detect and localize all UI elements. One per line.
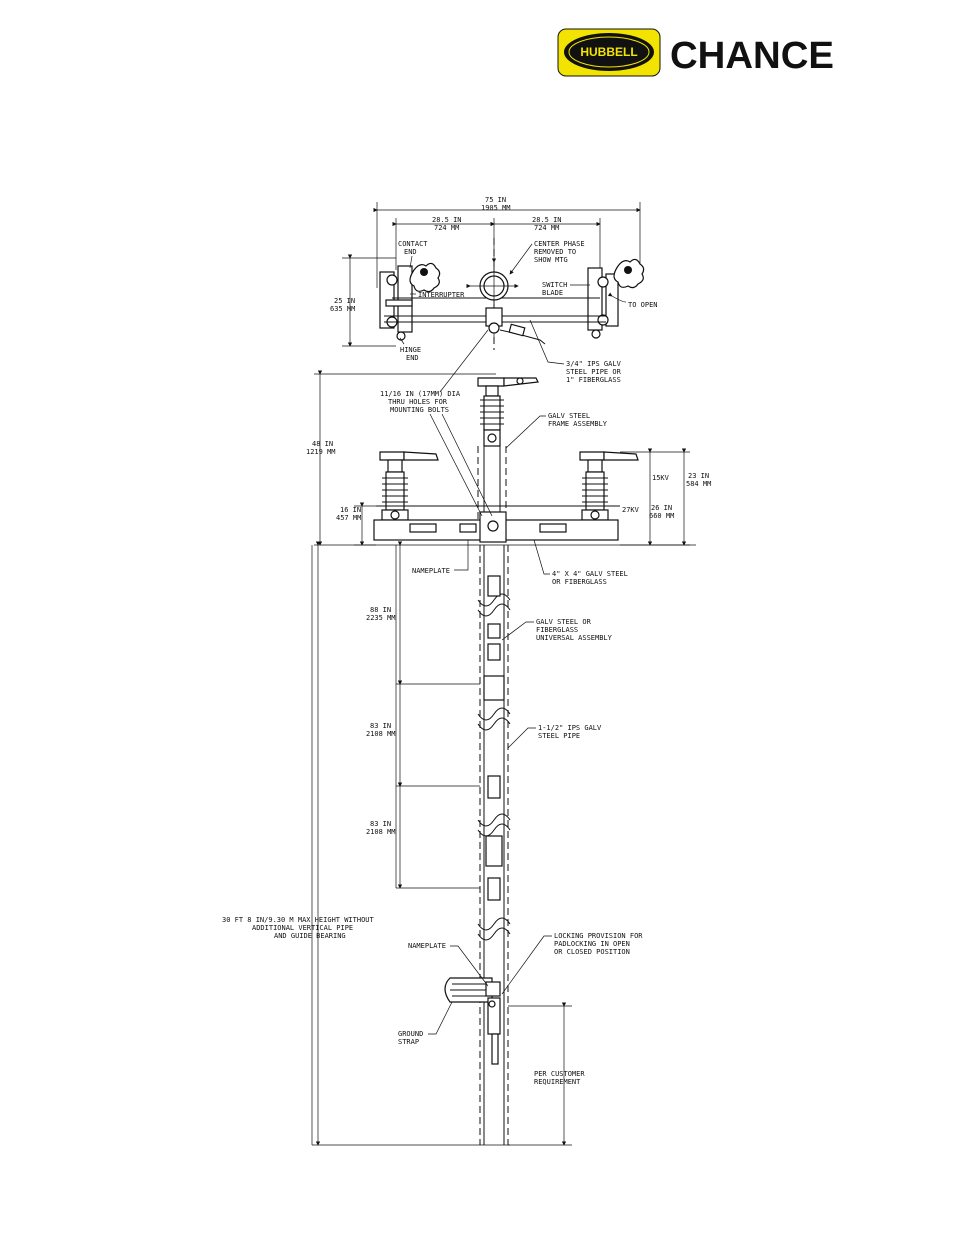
hubbell-logo: HUBBELL	[557, 28, 661, 77]
operating-pipe-1: 3/4" IPS GALV	[566, 360, 622, 368]
switch-blade-1: SWITCH	[542, 281, 567, 289]
center-phase-3: SHOW MTG	[534, 256, 568, 264]
center-insulator	[480, 395, 504, 431]
base-channel-2: OR FIBERGLASS	[552, 578, 607, 586]
dim-88-in: 88 IN	[370, 606, 391, 614]
contact-end-1: CONTACT	[398, 240, 428, 248]
height-in: 25 IN	[334, 297, 355, 305]
frame-assembly-1: GALV STEEL	[548, 412, 590, 420]
dim-27kv-kv: 27KV	[622, 506, 640, 514]
right-phase	[579, 451, 639, 521]
universal-1: GALV STEEL OR	[536, 618, 592, 626]
dim-83a-in: 83 IN	[370, 722, 391, 730]
center-phase-2: REMOVED TO	[534, 248, 576, 256]
vertical-pipe-1: 1-1/2" IPS GALV	[538, 724, 602, 732]
chance-logo: CHANCE	[670, 35, 834, 77]
dim-16-mm: 457 MM	[336, 514, 361, 522]
dim-83a-mm: 2108 MM	[366, 730, 396, 738]
ground-strap-1: GROUND	[398, 1030, 423, 1038]
dim-15kv-mm: 584 MM	[686, 480, 711, 488]
locking-1: LOCKING PROVISION FOR	[554, 932, 643, 940]
operating-pipe-2: STEEL PIPE OR	[566, 368, 622, 376]
vertical-pipe-2: STEEL PIPE	[538, 732, 580, 740]
spacing-left-in: 28.5 IN	[432, 216, 462, 224]
universal-2: FIBERGLASS	[536, 626, 578, 634]
spacing-right-in: 28.5 IN	[532, 216, 562, 224]
dim-16-in: 16 IN	[340, 506, 361, 514]
height-mm: 635 MM	[330, 305, 355, 313]
overall-height-in: 48 IN	[312, 440, 333, 448]
max-height-3: AND GUIDE BEARING	[274, 932, 346, 940]
center-phase-1: CENTER PHASE	[534, 240, 585, 248]
spacing-right-mm: 724 MM	[534, 224, 559, 232]
mounting-holes-3: MOUNTING BOLTS	[390, 406, 449, 414]
switch-blade-2: BLADE	[542, 289, 563, 297]
max-height-2: ADDITIONAL VERTICAL PIPE	[252, 924, 353, 932]
dim-27kv-mm: 660 MM	[649, 512, 674, 520]
to-open-label: TO OPEN	[628, 301, 658, 309]
mounting-holes-2: THRU HOLES FOR	[388, 398, 448, 406]
vertical-pipe	[477, 545, 511, 1145]
hinge-end-1: HINGE	[400, 346, 421, 354]
dim-88-mm: 2235 MM	[366, 614, 396, 622]
top-view: 75 IN 1905 MM 28.5 IN 724 MM 28.5 IN 724…	[330, 196, 658, 384]
dim-83b-in: 83 IN	[370, 820, 391, 828]
contact-end-2: END	[404, 248, 417, 256]
overall-width-in: 75 IN	[485, 196, 506, 204]
left-phase	[379, 451, 439, 521]
customer-2: REQUIREMENT	[534, 1078, 581, 1086]
interrupter-label: INTERRUPTER	[418, 291, 465, 299]
base-channel-1: 4" X 4" GALV STEEL	[552, 570, 628, 578]
dim-27kv-in: 26 IN	[651, 504, 672, 512]
operating-pipe-3: 1" FIBERGLASS	[566, 376, 621, 384]
base-frame	[373, 505, 620, 543]
nameplate-top: NAMEPLATE	[412, 567, 450, 575]
hubbell-logo-text: HUBBELL	[580, 45, 637, 59]
dim-15kv-kv: 15KV	[652, 474, 670, 482]
locking-3: OR CLOSED POSITION	[554, 948, 630, 956]
customer-1: PER CUSTOMER	[534, 1070, 585, 1078]
overall-width-mm: 1905 MM	[481, 204, 511, 212]
spacing-left-mm: 724 MM	[434, 224, 459, 232]
max-height-1: 30 FT 8 IN/9.30 M MAX HEIGHT WITHOUT	[222, 916, 375, 924]
locking-2: PADLOCKING IN OPEN	[554, 940, 630, 948]
overall-height-mm: 1219 MM	[306, 448, 336, 456]
dim-15kv-in: 23 IN	[688, 472, 709, 480]
frame-assembly-2: FRAME ASSEMBLY	[548, 420, 608, 428]
mounting-holes-1: 11/16 IN (17MM) DIA	[380, 390, 461, 398]
dim-83b-mm: 2108 MM	[366, 828, 396, 836]
ground-strap-2: STRAP	[398, 1038, 419, 1046]
universal-3: UNIVERSAL ASSEMBLY	[536, 634, 613, 642]
side-view: 48 IN 1219 MM	[222, 329, 711, 1146]
nameplate-bottom: NAMEPLATE	[408, 942, 446, 950]
hinge-end-2: END	[406, 354, 419, 362]
bottom-handle	[444, 977, 501, 1065]
